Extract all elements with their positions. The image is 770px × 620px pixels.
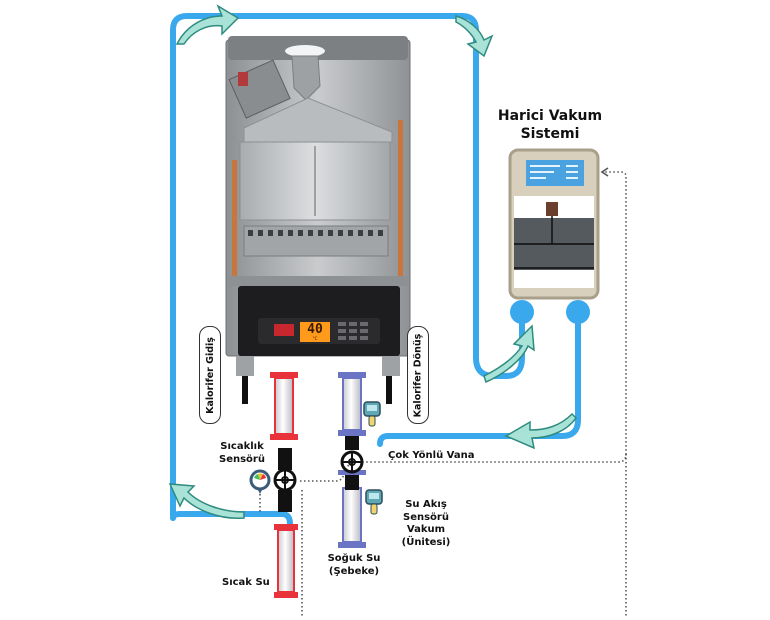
burner-port <box>268 230 273 236</box>
heating-return-pipe <box>338 372 366 436</box>
flow-sensor-label: Su Akış Sensörü Vakum (Ünitesi) <box>396 499 456 549</box>
burner-bar <box>243 225 389 257</box>
multiway-valve-label: Çok Yönlü Vana <box>388 450 475 461</box>
cold-water-pipe <box>338 487 366 548</box>
temperature-sensor-label: Sıcaklık Sensörü <box>214 441 270 466</box>
hot-water-pipe <box>274 524 298 598</box>
temperature-gauge-icon <box>249 469 271 494</box>
keypad-button <box>338 322 346 326</box>
hot-valve-handle-icon <box>273 468 297 492</box>
burner-port <box>328 230 333 236</box>
keypad-button <box>338 336 346 340</box>
burner-ports <box>248 230 383 236</box>
flow-sensor-line2: Sensörü <box>403 511 449 523</box>
flow-sensor-lower-icon <box>365 489 383 515</box>
vacuum-title-line1: Harici Vakum <box>497 108 603 124</box>
keypad-button <box>360 336 368 340</box>
heating-supply-label: Kalorifer Gidiş <box>204 336 216 414</box>
vacuum-system-title: Harici Vakum Sistemi <box>490 108 610 143</box>
return-loop-pipe <box>377 309 581 447</box>
burner-port <box>258 230 263 236</box>
control-arrowhead-icon <box>600 167 609 177</box>
combi-boiler <box>225 36 411 404</box>
cold-water-label: Soğuk Su (Şebeke) <box>322 553 386 578</box>
heating-return-tag: Kalorifer Dönüş <box>407 326 429 424</box>
burner-port <box>368 230 373 236</box>
flow-arrow-right-up-icon <box>483 324 535 384</box>
red-status-window <box>274 324 294 336</box>
heating-supply-tag: Kalorifer Gidiş <box>199 326 221 424</box>
flow-sensor-line4: (Ünitesi) <box>401 536 451 548</box>
cold-water-line1: Soğuk Su <box>327 553 381 564</box>
heating-return-label: Kalorifer Dönüş <box>412 333 424 417</box>
boiler-base-shelf <box>228 276 408 286</box>
burner-port <box>298 230 303 236</box>
bracket-left <box>236 356 254 376</box>
flow-arrows <box>168 4 577 519</box>
flow-sensor-upper-icon <box>363 401 381 427</box>
vacuum-port-right <box>566 300 590 324</box>
flue-opening <box>285 45 325 57</box>
top-loop-pipe <box>170 13 525 521</box>
burner-port <box>308 230 313 236</box>
keypad-button <box>349 329 357 333</box>
copper-pipe-left <box>232 160 237 280</box>
pipe-stub-right <box>386 376 392 404</box>
flow-sensor-line1: Su Akış <box>405 499 447 510</box>
hot-valve <box>278 448 292 512</box>
burner-port <box>378 230 383 236</box>
vacuum-pump-valve <box>546 202 558 216</box>
combustion-chamber-hood <box>243 97 393 143</box>
temp-sensor-line2: Sensörü <box>219 453 265 465</box>
temp-sensor-line1: Sıcaklık <box>220 441 264 452</box>
vacuum-system-unit <box>508 148 600 324</box>
burner-port <box>288 230 293 236</box>
vacuum-port-left <box>510 300 534 324</box>
lcd-value: 40 <box>307 322 323 337</box>
cold-water-line2: (Şebeke) <box>328 565 380 577</box>
keypad-button <box>349 322 357 326</box>
bracket-right <box>382 356 400 376</box>
heating-supply-pipe <box>270 372 298 440</box>
burner-port <box>358 230 363 236</box>
keypad <box>338 322 368 340</box>
copper-pipe-right <box>398 120 403 280</box>
vacuum-title-line2: Sistemi <box>520 125 580 142</box>
burner-port <box>338 230 343 236</box>
flow-arrow-bottom-left-icon <box>168 483 245 519</box>
keypad-button <box>360 329 368 333</box>
lcd-display <box>300 322 330 342</box>
burner-port <box>278 230 283 236</box>
burner-port <box>318 230 323 236</box>
flow-arrow-top-right-icon <box>455 15 494 58</box>
keypad-button <box>349 336 357 340</box>
hot-water-label: Sıcak Su <box>222 577 270 588</box>
multiway-valve-handle-icon <box>340 450 364 474</box>
fan-red-part <box>238 72 248 86</box>
control-line-vacuum-link <box>300 171 627 482</box>
keypad-button <box>338 329 346 333</box>
pipe-stub-left <box>242 376 248 404</box>
burner-port <box>348 230 353 236</box>
flow-arrow-return-left-icon <box>504 412 577 450</box>
burner-port <box>248 230 253 236</box>
vacuum-screen-lines <box>530 165 578 179</box>
flow-arrow-top-left-icon <box>175 4 240 45</box>
keypad-button <box>360 322 368 326</box>
lcd-unit: °C <box>312 336 318 341</box>
flow-sensor-line3: Vakum <box>406 524 446 535</box>
flue-elbow <box>291 55 321 101</box>
